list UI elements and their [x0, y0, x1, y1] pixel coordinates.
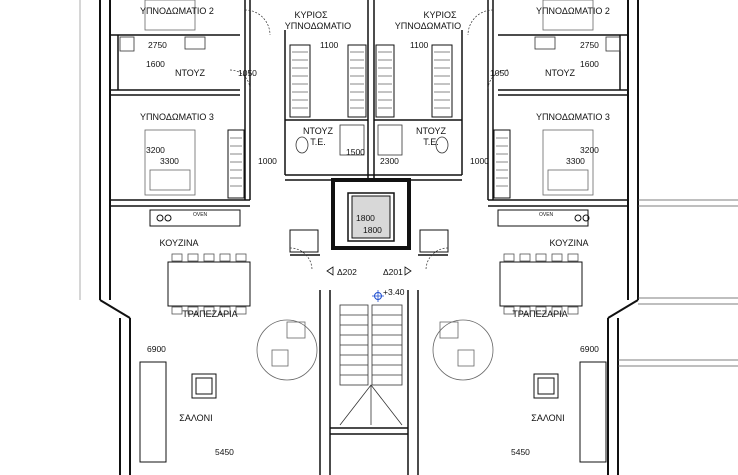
dim-1100-right: 1100: [410, 40, 429, 50]
dim-1600-right: 1600: [580, 59, 599, 69]
dim-2750-left: 2750: [148, 40, 167, 50]
wardrobes: [227, 44, 511, 253]
dim-6900-left: 6900: [147, 344, 166, 354]
balcony-rail: [79, 0, 738, 367]
kitchen-counters: [149, 209, 590, 227]
door-tag-202: Δ202: [337, 267, 357, 277]
dim-1000-left: 1000: [258, 156, 277, 166]
dim-1800-lower: 1800: [363, 225, 382, 235]
dim-6900-right: 6900: [580, 344, 599, 354]
door-201-arrow: [404, 266, 412, 276]
room-labels: ΥΠΝΟΔΩΜΑΤΙΟ 2 ΥΠΝΟΔΩΜΑΤΙΟ 2 ΚΥΡΙΟΣ ΥΠΝΟΔ…: [140, 6, 610, 423]
room-kitchen-right: ΚΟΥΖΙΝΑ: [550, 238, 589, 248]
room-bedroom3-right: ΥΠΝΟΔΩΜΑΤΙΟ 3: [536, 112, 610, 122]
room-master-left-line2: ΥΠΝΟΔΩΜΑΤΙΟ: [285, 21, 351, 31]
dimension-labels: 2750 2750 1600 1600 1100 1100 1050 1050 …: [146, 40, 599, 457]
room-shower-right: ΝΤΟΥΖ: [545, 68, 576, 78]
appliance-labels: OVEN OVEN: [193, 212, 554, 218]
dim-2750-right: 2750: [580, 40, 599, 50]
interior-walls: [110, 0, 628, 475]
room-dining-right: ΤΡΑΠΕΖΑΡΙΑ: [512, 309, 567, 319]
dim-3300-right: 3300: [566, 156, 585, 166]
exterior-walls: [99, 0, 639, 475]
room-bedroom2-right: ΥΠΝΟΔΩΜΑΤΙΟ 2: [536, 6, 610, 16]
room-living-left: ΣΑΛΟΝΙ: [179, 413, 212, 423]
dim-1800-upper: 1800: [356, 213, 375, 223]
dim-3300-left: 3300: [160, 156, 179, 166]
level-marker: +3.40: [372, 287, 405, 302]
room-bedroom2-left: ΥΠΝΟΔΩΜΑΤΙΟ 2: [140, 6, 214, 16]
room-master-right-line1: ΚΥΡΙΟΣ: [423, 10, 457, 20]
room-dining-left: ΤΡΑΠΕΖΑΡΙΑ: [182, 309, 237, 319]
dim-1050-left: 1050: [238, 68, 257, 78]
armchairs: [256, 319, 494, 381]
dining-chairs: [171, 253, 579, 315]
door-swings: [229, 9, 509, 271]
room-shower-left: ΝΤΟΥΖ: [175, 68, 206, 78]
dim-3200-left: 3200: [146, 145, 165, 155]
oven-label-left: OVEN: [193, 212, 208, 218]
oven-label-right: OVEN: [539, 212, 554, 218]
room-bedroom3-left: ΥΠΝΟΔΩΜΑΤΙΟ 3: [140, 112, 214, 122]
door-202-arrow: [326, 266, 334, 276]
dim-1000-right: 1000: [470, 156, 489, 166]
dining-tables: [167, 261, 583, 307]
dim-3200-right: 3200: [580, 145, 599, 155]
room-kitchen-left: ΚΟΥΖΙΝΑ: [160, 238, 199, 248]
dim-2300-right: 2300: [380, 156, 399, 166]
beds: [144, 0, 594, 196]
dim-1100-left: 1100: [320, 40, 339, 50]
room-ensuite-left-line1: ΝΤΟΥΖ: [303, 126, 334, 136]
room-ensuite-right-line2: Τ.Ε.: [423, 137, 439, 147]
level-label: +3.40: [383, 287, 405, 297]
door-tags: Δ202 Δ201: [326, 266, 412, 277]
door-tag-201: Δ201: [383, 267, 403, 277]
room-master-left-line1: ΚΥΡΙΟΣ: [294, 10, 328, 20]
dim-5450-right: 5450: [511, 447, 530, 457]
dim-1050-right: 1050: [490, 68, 509, 78]
dim-5450-left: 5450: [215, 447, 234, 457]
sofas: [139, 361, 607, 463]
dim-1500-left: 1500: [346, 147, 365, 157]
dim-1600-left: 1600: [146, 59, 165, 69]
room-master-right-line2: ΥΠΝΟΔΩΜΑΤΙΟ: [395, 21, 461, 31]
room-ensuite-right-line1: ΝΤΟΥΖ: [416, 126, 447, 136]
room-ensuite-left-line2: Τ.Ε.: [310, 137, 326, 147]
lift-shaft: [331, 178, 411, 250]
room-living-right: ΣΑΛΟΝΙ: [531, 413, 564, 423]
staircase: [339, 304, 403, 426]
bathroom-fixtures: [119, 36, 621, 156]
wardrobe-hatch: [230, 51, 508, 187]
